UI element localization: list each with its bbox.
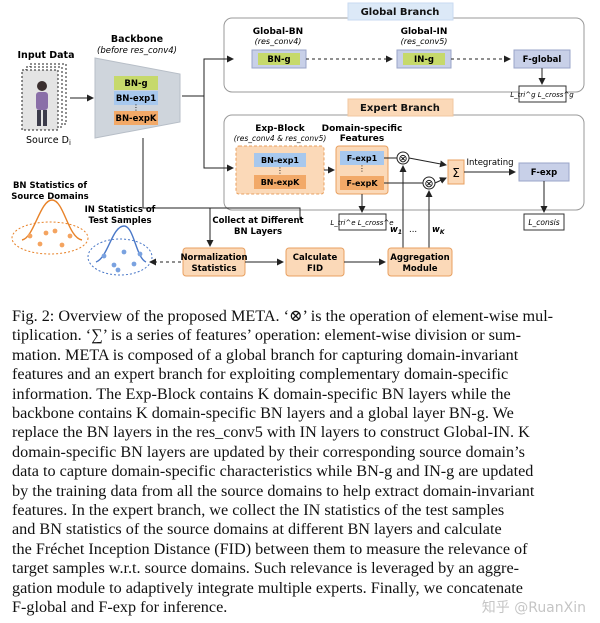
bn-expk-label: BN-expK [115,114,156,124]
caption-line: F-global and F-exp for inference. [12,598,228,617]
in-g-block [403,53,445,65]
in-stats-title-2: Test Samples [88,216,151,226]
caption-line: replace the BN layers in the res_conv5 w… [12,423,530,442]
figure-overview: Global Branch Expert Branch Input Data S… [11,2,585,277]
bn-g-block-global [258,53,300,65]
aggregation-label-1: Aggregation [390,253,449,263]
f-exp-label: F-exp [531,168,557,178]
bn-exp1-block [114,91,158,105]
figure-caption: Fig. 2: Overview of the proposed META. ‘… [12,307,590,618]
caption-line: gation module to adaptively integrate mu… [12,578,523,597]
loss-consis-label: L_consis [528,218,559,227]
caption-line: information. The Exp-Block contains K do… [12,384,511,403]
backbone-title: Backbone [111,34,163,45]
bn-sample-points [27,228,73,248]
arrow-multk-sum [434,177,447,184]
caption-line: and BN statistics of the source domains … [12,520,502,539]
bn-g-label: BN-g [124,79,147,89]
caption-line: features. In the expert branch, we colle… [12,501,505,520]
exp-block-subtitle: (res_conv4 & res_conv5) [234,134,327,143]
f-exp1-label: F-exp1 [347,154,378,163]
caption-line: target samples w.r.t. source domains. Su… [12,559,520,578]
caption-line: mation. META is composed of a global bra… [12,345,519,364]
arrow-backbone-down [142,138,301,220]
bn-stats-title-2: Source Domains [11,192,88,202]
global-bn-g-label: BN-g [267,55,290,65]
caption-line: features and an expert branch for exploi… [12,365,509,384]
bn-expk-block [114,111,158,125]
f-global-label: F-global [523,55,562,65]
global-branch-title: Global Branch [361,7,440,18]
collect-label-1: Collect at Different [212,216,303,226]
calc-fid-label-1: Calculate [293,253,338,263]
caption-line: data to capture domain-specific characte… [12,462,534,481]
source-domain-label: Source Di [26,135,71,147]
loss-global-box [518,85,567,103]
caption-line: tiplication. ‘∑’ is a series of features… [12,326,522,345]
caption-line: the Fréchet Inception Distance (FID) bet… [12,539,528,558]
arrow-to-expert-branch [203,96,234,172]
exp-block-bn-expk [254,175,306,189]
dsf-title-2: Features [340,134,385,144]
in-distribution-ellipse [87,238,153,276]
aggregation-box [387,247,453,277]
global-branch-tag [347,2,454,21]
caption-line: Fig. 2: Overview of the proposed META. ‘… [12,307,554,325]
mult-icon-k: ⊗ [424,177,433,190]
backbone-subtitle: (before res_conv4) [97,46,177,56]
exp-block-title: Exp-Block [255,124,306,134]
in-g-label: IN-g [414,55,434,65]
bn-distribution-curve [21,199,83,241]
global-in-title: Global-IN [401,27,448,37]
arrow-to-global-branch [203,55,234,96]
arrow-mult1-sum [408,157,447,168]
integrating-label: Integrating [466,158,513,168]
aggregation-label-2: Module [402,264,437,274]
loss-expert-label: L_tri^e L_cross^e [330,219,393,227]
caption-line: domain-specific BN layers are updated by… [12,442,525,461]
caption-line: backbone contains K domain-specific BN l… [12,404,514,423]
bn-distribution-ellipse [11,221,89,255]
bn-g-block [114,76,158,90]
expert-branch-tag [347,98,454,117]
f-expk-box [340,176,384,190]
in-sample-points [101,249,143,273]
calc-fid-label-2: FID [307,264,323,274]
exp-block-dots: ⋮ [276,166,284,175]
sum-icon: Σ [452,166,460,180]
caption-line: by the training data from all the source… [12,481,535,500]
global-bn-subtitle: (res_conv4) [255,37,302,46]
f-exp1-box [340,151,384,165]
weight-wk-label: wK [432,225,446,236]
exp-block-bn-exp1-label: BN-exp1 [261,156,299,165]
loss-global-label: L_tri^g L_cross^g [510,91,574,99]
loss-expert-box [338,213,387,231]
mult-icon-1: ⊗ [398,152,407,165]
input-data-title: Input Data [18,50,75,61]
weight-w1-label: w1 [390,225,402,236]
watermark: 知乎 @RuanXin [481,600,586,616]
dsf-dots: ⋮ [358,164,366,173]
loss-consis-box [523,213,565,231]
exp-block-bn-exp1 [254,153,306,167]
global-in-subtitle: (res_conv5) [401,37,448,46]
dsf-title-1: Domain-specific [322,124,403,134]
bn-exp1-label: BN-exp1 [116,94,156,104]
in-stats-title-1: IN Statistics of [85,205,156,215]
norm-stats-label-2: Statistics [191,264,236,274]
weight-dots: ... [409,225,417,235]
bn-stats-title-1: BN Statistics of [13,181,87,191]
expert-branch-title: Expert Branch [360,103,440,114]
f-expk-label: F-expK [346,179,378,188]
person-thumbnail [36,81,48,126]
exp-block-bn-expk-label: BN-expK [261,178,300,187]
bn-dots: ⋮ [132,103,140,112]
collect-label-2: BN Layers [234,227,282,237]
global-bn-title: Global-BN [253,27,303,37]
norm-stats-label-1: Normalization [180,253,247,263]
